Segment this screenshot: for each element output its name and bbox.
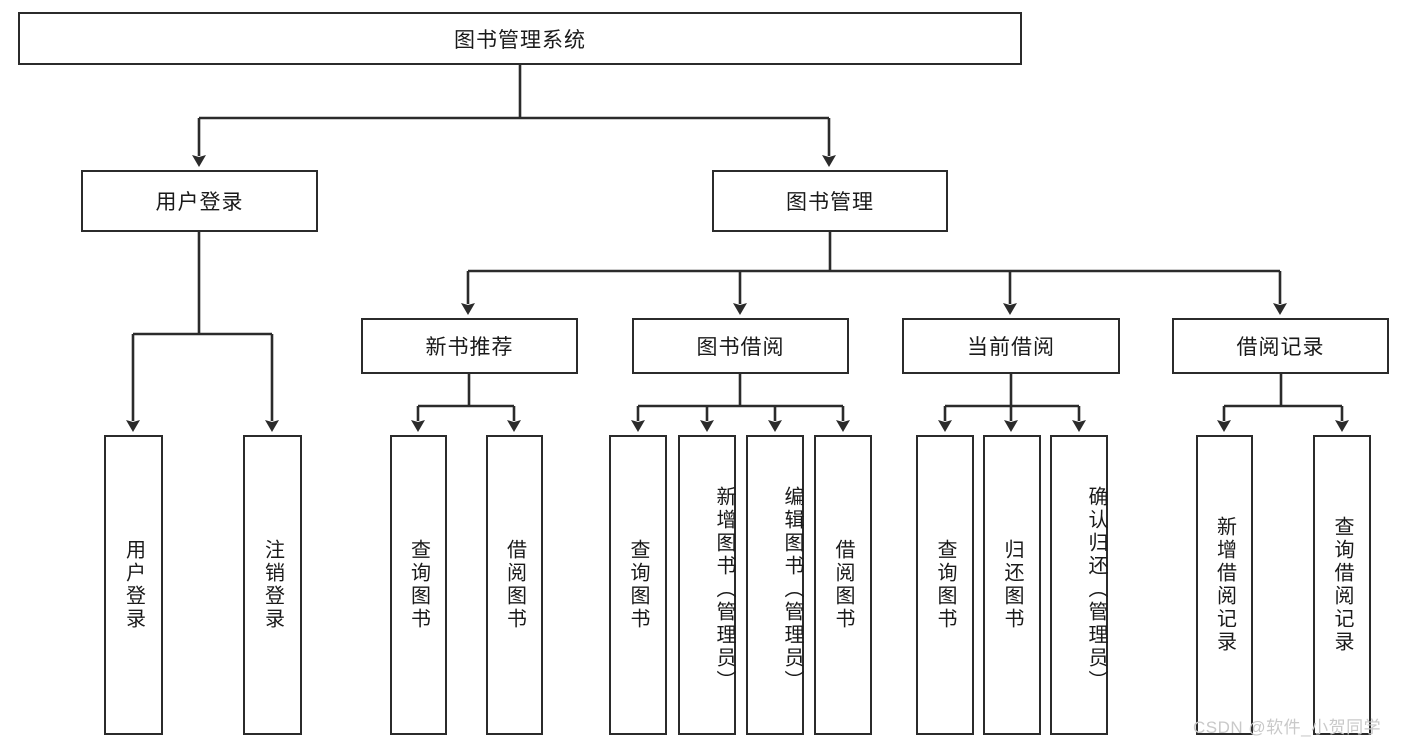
node-new-book-recommend-label: 新书推荐 [425,336,514,359]
node-leaf-confirm-return[interactable]: 确认归还（管理员） [1050,435,1108,735]
node-leaf-borrow-book-2[interactable]: 借阅图书 [814,435,872,735]
node-leaf-return-book[interactable]: 归还图书 [983,435,1041,735]
node-leaf-query-book-2-label: 查询图书 [627,539,649,631]
node-root[interactable]: 图书管理系统 [18,12,1022,65]
node-book-manage[interactable]: 图书管理 [712,170,948,232]
node-leaf-user-login-label: 用户登录 [122,539,145,631]
node-leaf-query-book-1-label: 查询图书 [407,539,430,631]
node-new-book-recommend[interactable]: 新书推荐 [361,318,578,374]
node-current-borrow[interactable]: 当前借阅 [902,318,1120,374]
node-current-borrow-label: 当前借阅 [967,336,1055,359]
node-user-login-label: 用户登录 [155,191,244,214]
node-leaf-add-record[interactable]: 新增借阅记录 [1196,435,1253,735]
node-leaf-user-login[interactable]: 用户登录 [104,435,163,735]
node-borrow-record-label: 借阅记录 [1236,336,1325,359]
node-leaf-query-record[interactable]: 查询借阅记录 [1313,435,1371,735]
node-book-borrow-label: 图书借阅 [696,336,785,359]
node-leaf-borrow-book-1[interactable]: 借阅图书 [486,435,543,735]
node-leaf-add-record-label: 新增借阅记录 [1213,516,1236,654]
node-book-manage-label: 图书管理 [786,191,874,214]
node-user-login[interactable]: 用户登录 [81,170,318,232]
node-leaf-query-record-label: 查询借阅记录 [1331,516,1353,654]
node-root-label: 图书管理系统 [454,28,586,52]
node-leaf-user-logout[interactable]: 注销登录 [243,435,302,735]
node-leaf-add-book-label: 新增图书（管理员） [713,485,735,693]
node-leaf-query-book-3[interactable]: 查询图书 [916,435,974,735]
node-leaf-borrow-book-1-label: 借阅图书 [503,539,526,631]
node-leaf-confirm-return-label: 确认归还（管理员） [1085,485,1107,693]
node-leaf-edit-book[interactable]: 编辑图书（管理员） [746,435,804,735]
node-leaf-query-book-2[interactable]: 查询图书 [609,435,667,735]
csdn-watermark: CSDN @软件_小贺同学 [1193,718,1382,737]
node-leaf-borrow-book-2-label: 借阅图书 [832,539,854,631]
node-leaf-edit-book-label: 编辑图书（管理员） [781,485,803,693]
node-leaf-query-book-3-label: 查询图书 [934,539,956,631]
node-borrow-record[interactable]: 借阅记录 [1172,318,1389,374]
node-leaf-user-logout-label: 注销登录 [261,539,284,631]
node-leaf-return-book-label: 归还图书 [1001,539,1023,631]
node-leaf-query-book-1[interactable]: 查询图书 [390,435,447,735]
node-leaf-add-book[interactable]: 新增图书（管理员） [678,435,736,735]
node-book-borrow[interactable]: 图书借阅 [632,318,849,374]
